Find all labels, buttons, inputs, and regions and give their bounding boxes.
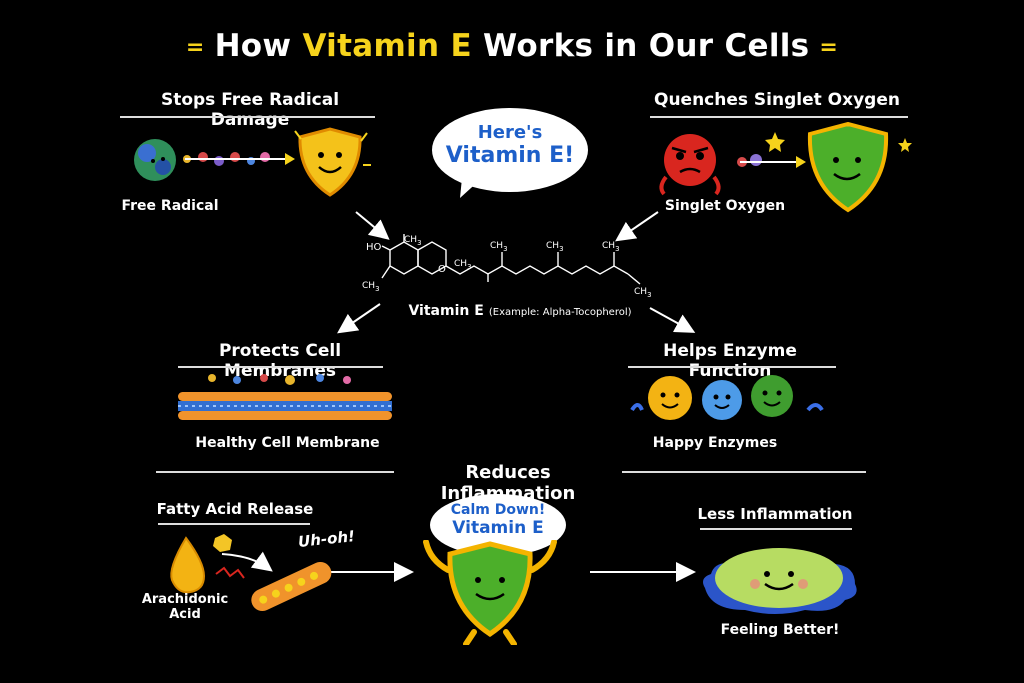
inflammation-divider-right xyxy=(622,471,866,473)
arachidonic-acid-label: Arachidonic Acid xyxy=(140,592,230,622)
enzyme-underline xyxy=(628,366,836,368)
molecule-caption: Vitamin E (Example: Alpha-Tocopherol) xyxy=(390,300,650,319)
ch3-top-label: CH3 xyxy=(404,235,422,247)
singlet-oxygen-heading: Quenches Singlet Oxygen xyxy=(654,90,900,110)
membrane-label: Healthy Cell Membrane xyxy=(195,435,380,451)
happy-cell-icon xyxy=(715,548,843,608)
cell-membrane-illustration xyxy=(178,374,392,420)
arrow-molecule-to-membrane xyxy=(337,303,381,334)
molecule-name: Vitamin E xyxy=(408,303,484,319)
title-suffix: Works in Our Cells xyxy=(471,28,810,64)
arrow-oxygen-to-molecule xyxy=(615,211,659,242)
enzymes-illustration xyxy=(630,375,824,420)
singlet-oxygen-underline xyxy=(650,116,908,118)
cell-smile xyxy=(764,582,794,591)
zigzag-line xyxy=(215,566,245,579)
enzyme-side-squiggles xyxy=(630,403,824,412)
ring-oxygen-label: O xyxy=(438,264,446,275)
ch3-chain-2-label: CH3 xyxy=(546,241,564,253)
free-radical-illustration xyxy=(134,127,371,197)
less-inflammation-underline xyxy=(700,528,852,530)
shield-icon xyxy=(298,127,362,197)
ch3-bond-bottom xyxy=(381,265,391,279)
fatty-acid-illustration xyxy=(170,534,332,612)
ch3-chain-4-label: CH3 xyxy=(634,287,652,299)
happy-cell-illustration xyxy=(703,548,857,614)
star-icons xyxy=(765,132,912,152)
sparkle-lines xyxy=(294,130,371,166)
membrane-floating-dots xyxy=(208,374,351,385)
ch3-chain-1-label: CH3 xyxy=(490,241,508,253)
yellow-enzyme xyxy=(648,376,692,420)
phytyl-chain xyxy=(445,265,629,275)
release-arrow xyxy=(221,551,273,572)
oil-droplet-icon xyxy=(170,536,206,594)
singlet-oxygen-blob xyxy=(659,134,721,196)
molecule-example: (Example: Alpha-Tocopherol) xyxy=(488,307,632,318)
arrow-molecule-to-enzyme xyxy=(649,307,696,333)
oxygen-arrowhead xyxy=(796,156,806,168)
fatty-acid-heading: Fatty Acid Release xyxy=(156,500,314,518)
free-radical-underline xyxy=(120,116,375,118)
enzyme-label: Happy Enzymes xyxy=(652,435,778,451)
free-radical-blob xyxy=(134,139,176,181)
calm-shield-icon xyxy=(447,541,533,638)
shield-arms xyxy=(423,540,557,573)
chain-terminal xyxy=(627,273,641,285)
ch3-bottom-label: CH3 xyxy=(362,281,380,293)
less-inflammation-label: Feeling Better! xyxy=(720,622,840,638)
fatty-acid-particle xyxy=(213,534,232,552)
calm-line1: Calm Down! xyxy=(450,502,546,518)
free-radical-label: Free Radical xyxy=(121,198,219,214)
title-deco-left: = xyxy=(185,35,205,60)
ch3-chain-3-label: CH3 xyxy=(602,241,620,253)
ch3-chroman-label: CH3 xyxy=(454,259,472,271)
ho-bond xyxy=(381,245,391,251)
arachidonic-line1: Arachidonic xyxy=(141,592,229,607)
radical-arrowhead xyxy=(285,153,295,165)
arachidonic-chain-icon xyxy=(251,561,332,612)
membrane-underline xyxy=(178,366,383,368)
green-shield-icon xyxy=(807,122,889,213)
ho-label: HO xyxy=(366,242,382,253)
green-enzyme xyxy=(751,375,793,417)
page-title: = How Vitamin E Works in Our Cells = xyxy=(0,28,1024,64)
shield-legs xyxy=(463,629,517,645)
calm-shield-illustration xyxy=(423,540,557,645)
fatty-acid-underline xyxy=(158,523,310,525)
speech-bubble-top: Here's Vitamin E! xyxy=(432,108,588,192)
lipid-bilayer xyxy=(178,392,392,420)
alpha-tocopherol-structure: HO O CH3 CH3 CH3 CH3 CH3 CH3 CH3 xyxy=(362,234,652,299)
title-highlight: Vitamin E xyxy=(302,28,472,64)
ch3-labels: CH3 CH3 CH3 CH3 CH3 CH3 CH3 xyxy=(362,235,652,299)
calm-line2: Vitamin E xyxy=(452,518,544,538)
singlet-oxygen-illustration xyxy=(659,122,912,213)
title-prefix: How xyxy=(214,28,303,64)
bubble-top-line1: Here's xyxy=(477,122,543,143)
benzene-ring xyxy=(389,241,419,275)
arachidonic-line2: Acid xyxy=(169,607,201,622)
speech-bubble-tail xyxy=(460,178,482,198)
inflammation-divider-left xyxy=(156,471,394,473)
singlet-oxygen-label: Singlet Oxygen xyxy=(664,198,786,214)
title-deco-right: = xyxy=(819,35,839,60)
free-radical-heading: Stops Free Radical Damage xyxy=(160,90,340,130)
less-inflammation-heading: Less Inflammation xyxy=(697,505,853,523)
blue-enzyme xyxy=(702,380,742,420)
bubble-top-line2: Vitamin E! xyxy=(445,143,575,168)
arrow-radical-to-molecule xyxy=(355,211,390,240)
